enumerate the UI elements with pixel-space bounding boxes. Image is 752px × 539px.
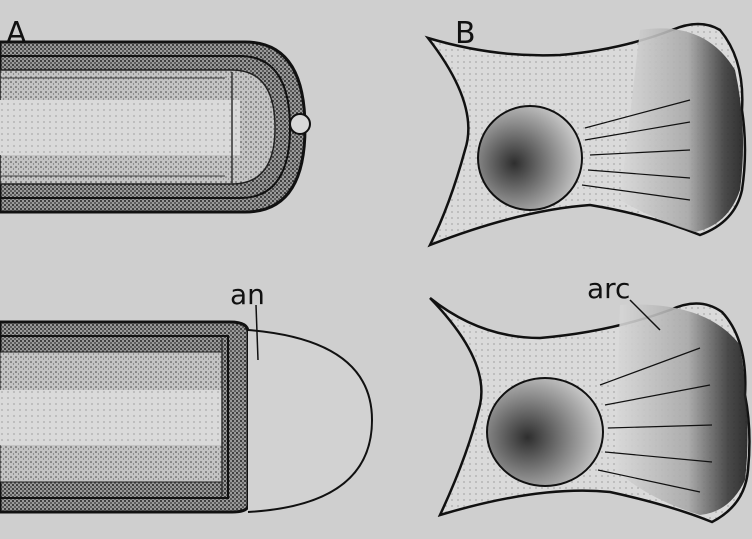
panel-b-top-cell: [428, 24, 745, 245]
nucleus-top: [478, 106, 582, 210]
apical-cap-outline: [248, 330, 372, 512]
an-annotation: an: [230, 278, 265, 311]
panel-a-top-hypha: [0, 42, 305, 212]
panel-a-label: A: [6, 16, 27, 51]
panel-a-bottom-hypha: [0, 322, 248, 512]
spitzenkorper-bleb: [290, 114, 310, 134]
panel-b-label: B: [455, 16, 476, 51]
nucleus-bottom: [487, 378, 603, 486]
arc-annotation: arc: [587, 272, 630, 305]
panel-b-bottom-cell: [430, 298, 749, 522]
